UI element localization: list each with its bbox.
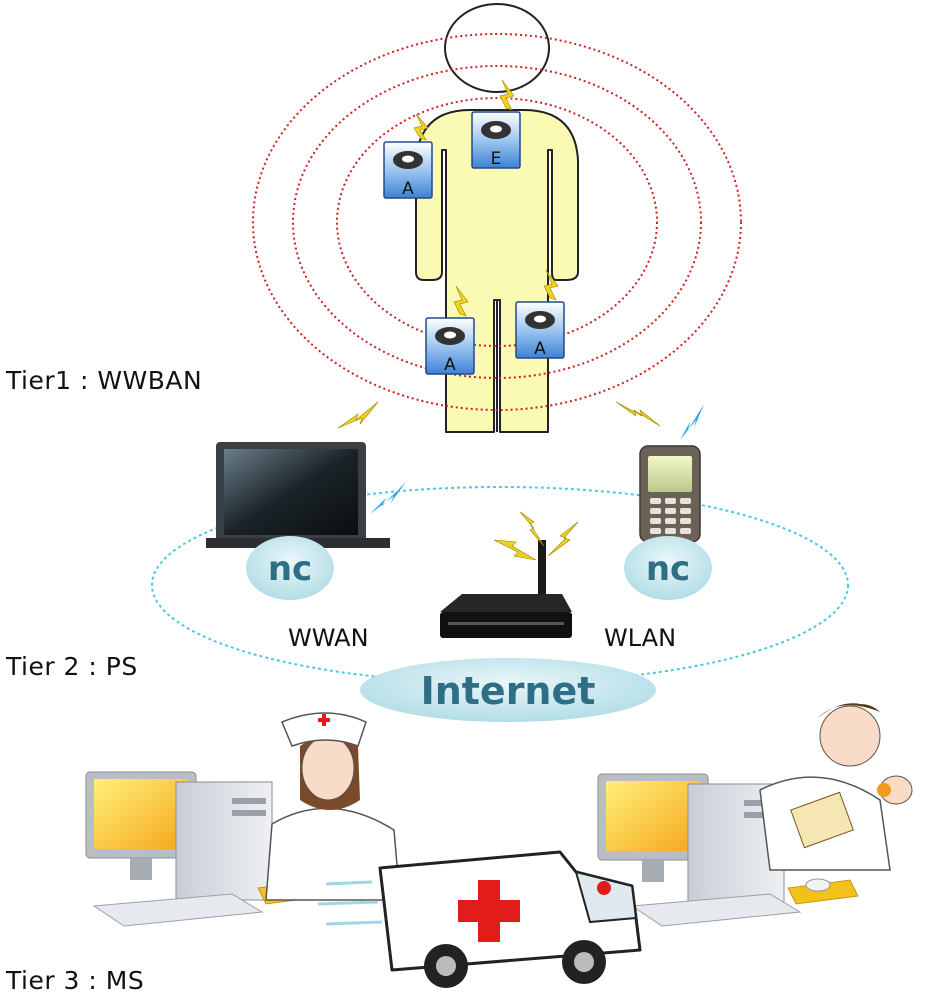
nc-label: nc	[268, 549, 312, 589]
lightning-icon	[519, 511, 545, 547]
signal-ring-middle	[292, 65, 702, 379]
lightning-icon	[370, 482, 406, 514]
signal-rings	[252, 33, 742, 411]
sensor-label: A	[402, 179, 414, 199]
signal-ring-inner	[336, 97, 658, 347]
mobile-phone-device[interactable]	[639, 445, 701, 543]
tier2-label: Tier 2 : PS	[6, 652, 138, 681]
internet-cloud: Internet	[360, 658, 656, 722]
nc-node-left: nc	[246, 536, 334, 600]
lightning-icon	[615, 401, 661, 427]
laptop-device[interactable]	[206, 442, 390, 548]
sensor-label: A	[444, 355, 456, 375]
lightning-icon	[499, 79, 515, 111]
head-outline	[444, 3, 550, 93]
sensor-shoulder-left[interactable]: A	[383, 113, 433, 199]
lightning-icon	[680, 404, 704, 440]
nc-node-right: nc	[624, 536, 712, 600]
wwan-label: WWAN	[288, 624, 369, 652]
sensor-leg-left[interactable]: A	[425, 285, 475, 375]
doctor-figure	[759, 703, 913, 871]
sensor-label: A	[534, 339, 546, 359]
sensor-label: E	[491, 149, 502, 169]
lightning-icon	[543, 269, 559, 301]
wlan-label: WLAN	[604, 624, 676, 652]
internet-label: Internet	[421, 669, 596, 713]
tier1-label: Tier1 : WWBAN	[6, 366, 203, 395]
nc-label: nc	[646, 549, 690, 589]
lightning-icon	[493, 539, 537, 561]
lightning-icon	[337, 401, 379, 429]
lightning-icon	[413, 113, 429, 141]
sensor-chest[interactable]: E	[471, 79, 521, 169]
sensor-leg-right[interactable]: A	[515, 269, 565, 359]
router-device[interactable]	[440, 511, 579, 638]
signal-ring-outer	[252, 33, 742, 411]
lightning-icon	[547, 521, 579, 557]
tier3-label: Tier 3 : MS	[6, 966, 145, 995]
nurse-figure	[265, 712, 401, 901]
ambulance-icon	[317, 850, 642, 988]
lightning-icon	[453, 285, 469, 317]
workstation-right[interactable]	[597, 773, 859, 927]
